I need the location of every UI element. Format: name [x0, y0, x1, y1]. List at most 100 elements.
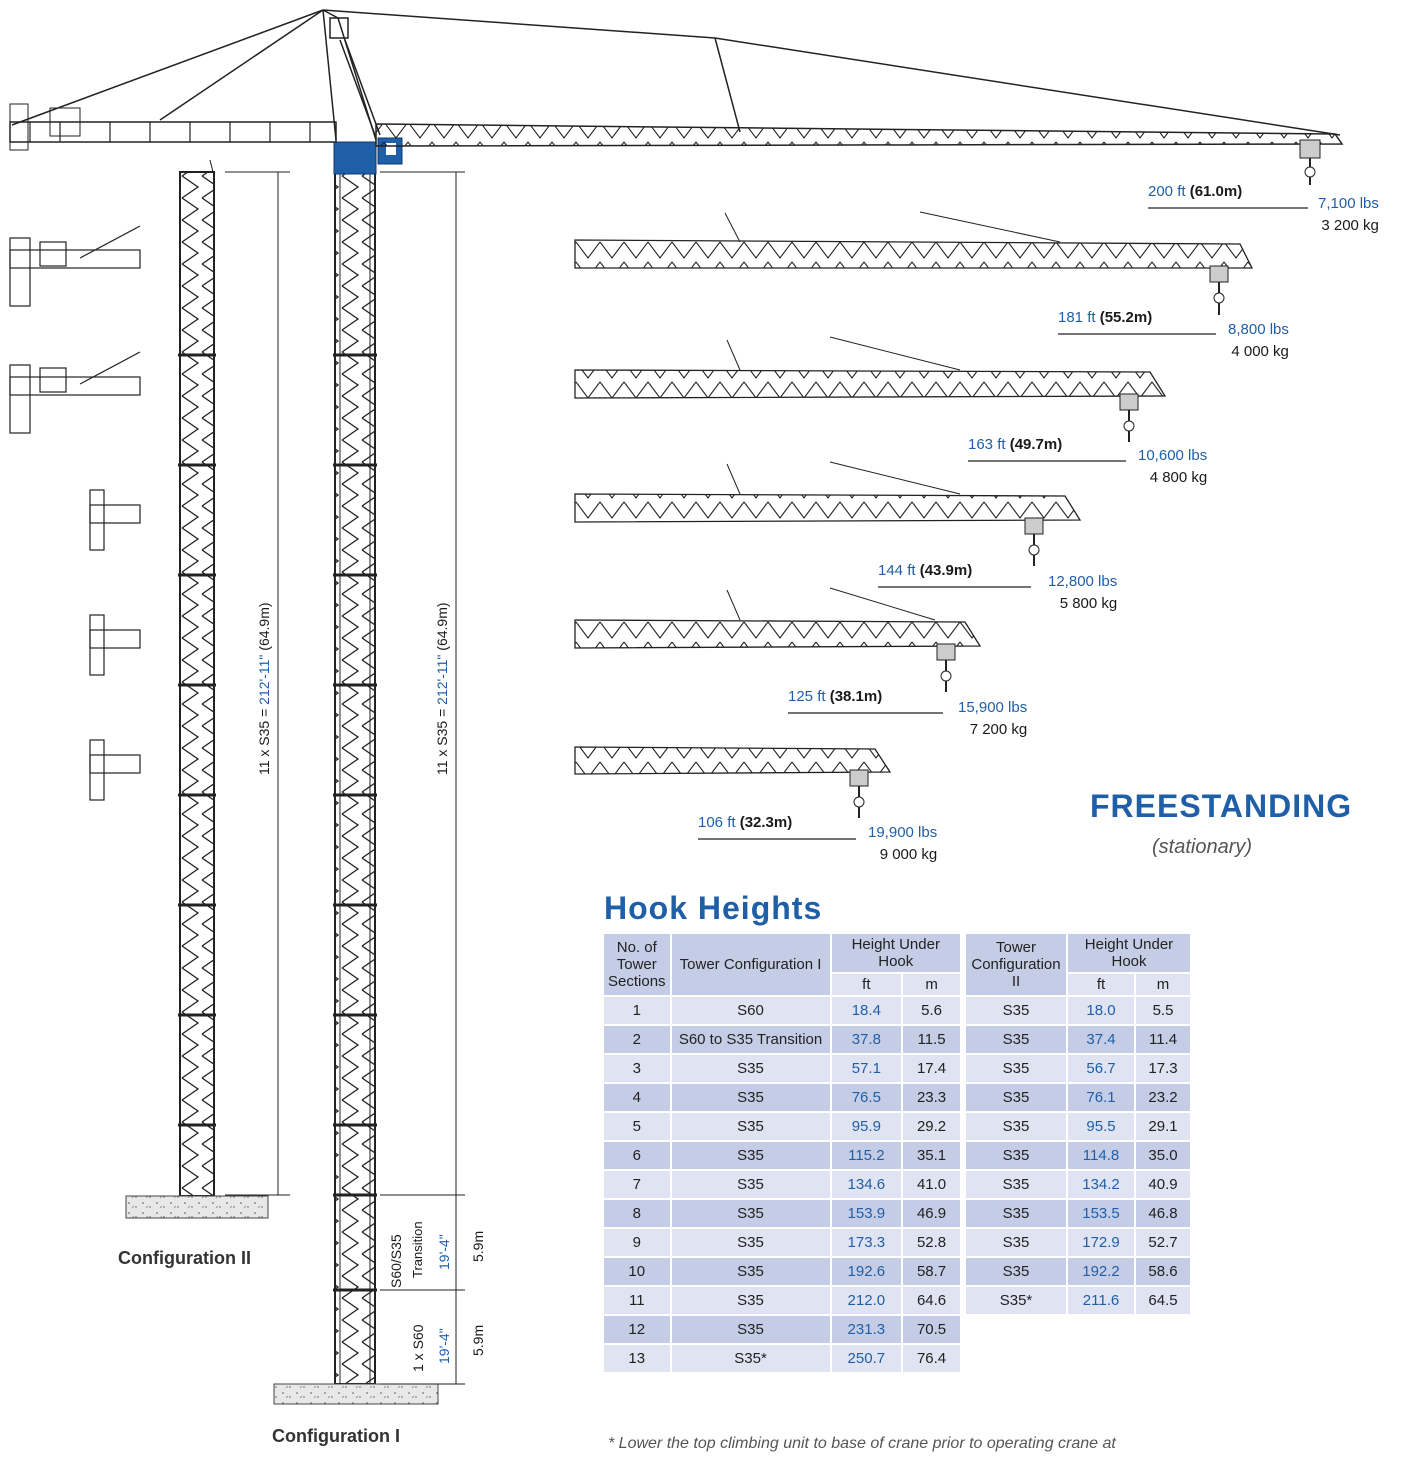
load-lbs: 7,100 lbs — [1318, 195, 1379, 212]
config-cell: S35 — [966, 1229, 1066, 1256]
jib-125 — [574, 587, 982, 692]
jib-181-load: 8,800 lbs 4 000 kg — [1228, 319, 1289, 363]
config1-height-label: 11 x S35 = 212'-11" (64.9m) — [434, 602, 450, 775]
hook-heights-table-2: Tower Configuration II Height Under Hook… — [964, 932, 1192, 1316]
radius-ft: 200 ft — [1148, 183, 1186, 200]
config1-caption: Configuration I — [272, 1426, 400, 1446]
col-ft-1: ft — [831, 974, 902, 995]
transition-label-2: Transition — [410, 1221, 425, 1278]
freestanding-title: FREESTANDING — [1090, 788, 1353, 824]
height-ft-cell: 37.8 — [831, 1026, 902, 1053]
height-ft-cell: 153.9 — [831, 1200, 902, 1227]
config-cell: S35 — [671, 1287, 830, 1314]
height-ft-cell: 134.2 — [1068, 1171, 1135, 1198]
radius-m: (32.3m) — [739, 814, 793, 831]
col-m-2: m — [1136, 974, 1190, 995]
config-cell: S60 — [671, 997, 830, 1024]
height-m-cell: 58.6 — [1136, 1258, 1190, 1285]
col-config-2: Tower Configuration II — [966, 934, 1066, 995]
base-section-name: 1 x S60 — [410, 1324, 426, 1372]
config2-height-label: 11 x S35 = 212'-11" (64.9m) — [256, 602, 272, 775]
height-ft-cell: 18.4 — [831, 997, 902, 1024]
height-ft-cell: 56.7 — [1068, 1055, 1135, 1082]
height-ft-cell: 173.3 — [831, 1229, 902, 1256]
load-kg: 9 000 kg — [879, 846, 938, 863]
sections-cell: 4 — [604, 1084, 670, 1111]
radius-m: (43.9m) — [919, 562, 973, 579]
jib-144 — [574, 461, 1082, 566]
height-m-cell: 11.5 — [903, 1026, 960, 1053]
transition-name-2: Transition — [410, 1221, 425, 1278]
radius-ft: 163 ft — [968, 436, 1006, 453]
transition-ft-value: 19'-4" — [436, 1234, 452, 1270]
height-ft-cell: 114.8 — [1068, 1142, 1135, 1169]
config-cell: S35 — [671, 1229, 830, 1256]
config-cell: S35 — [966, 1142, 1066, 1169]
col-ft-2: ft — [1068, 974, 1135, 995]
col-m-1: m — [903, 974, 960, 995]
col-sections: No. of Tower Sections — [604, 934, 670, 995]
radius-m: (49.7m) — [1009, 436, 1063, 453]
config-cell: S35 — [966, 1200, 1066, 1227]
height-ft-cell: 76.1 — [1068, 1084, 1135, 1111]
col-height-1: Height Under Hook — [831, 934, 960, 972]
sections-cell: 12 — [604, 1316, 670, 1343]
height-ft-cell: 95.5 — [1068, 1113, 1135, 1140]
height-m-cell: 5.5 — [1136, 997, 1190, 1024]
config-cell: S35 — [671, 1171, 830, 1198]
tower-config-2 — [178, 159, 216, 1197]
col-config-1: Tower Configuration I — [671, 934, 830, 995]
jib-163 — [574, 336, 1167, 442]
radius-dimension-lines — [698, 207, 1308, 840]
hook-heights-table-1: No. of Tower Sections Tower Configuratio… — [602, 932, 962, 1374]
jib-181 — [574, 211, 1254, 315]
config-cell: S35* — [966, 1287, 1066, 1314]
radius-ft: 125 ft — [788, 688, 826, 705]
height-ft-cell: 211.6 — [1068, 1287, 1135, 1314]
height-prefix: 11 x S35 = — [256, 704, 272, 775]
load-kg: 4 800 kg — [1149, 469, 1208, 486]
height-m-cell: 70.5 — [903, 1316, 960, 1343]
load-lbs: 15,900 lbs — [958, 699, 1028, 716]
main-jib — [375, 123, 1344, 185]
height-m-cell: 46.9 — [903, 1200, 960, 1227]
height-prefix: 11 x S35 = — [434, 704, 450, 775]
radius-m: (55.2m) — [1099, 309, 1153, 326]
height-ft-cell: 250.7 — [831, 1345, 902, 1372]
height-m-cell: 35.0 — [1136, 1142, 1190, 1169]
config-cell: S35 — [671, 1113, 830, 1140]
jib-125-load: 15,900 lbs 7 200 kg — [958, 697, 1027, 741]
freestanding-subtitle: (stationary) — [1152, 836, 1253, 858]
base-section-m: 5.9m — [470, 1325, 486, 1356]
sections-cell: 10 — [604, 1258, 670, 1285]
transition-label: S60/S35 — [388, 1234, 404, 1288]
jib-125-radius: 125 ft (38.1m) — [788, 688, 882, 705]
base-section-label: 1 x S60 — [410, 1325, 426, 1372]
height-m-cell: 29.2 — [903, 1113, 960, 1140]
height-m-cell: 17.4 — [903, 1055, 960, 1082]
radius-ft: 181 ft — [1058, 309, 1096, 326]
height-m-cell: 41.0 — [903, 1171, 960, 1198]
sections-cell: 9 — [604, 1229, 670, 1256]
load-lbs: 8,800 lbs — [1228, 321, 1289, 338]
load-kg: 7 200 kg — [969, 721, 1028, 738]
radius-ft: 144 ft — [878, 562, 916, 579]
load-kg: 4 000 kg — [1231, 343, 1289, 360]
base-section-ft-value: 19'-4" — [436, 1328, 452, 1364]
height-m-cell: 64.5 — [1136, 1287, 1190, 1314]
height-m-cell: 52.7 — [1136, 1229, 1190, 1256]
